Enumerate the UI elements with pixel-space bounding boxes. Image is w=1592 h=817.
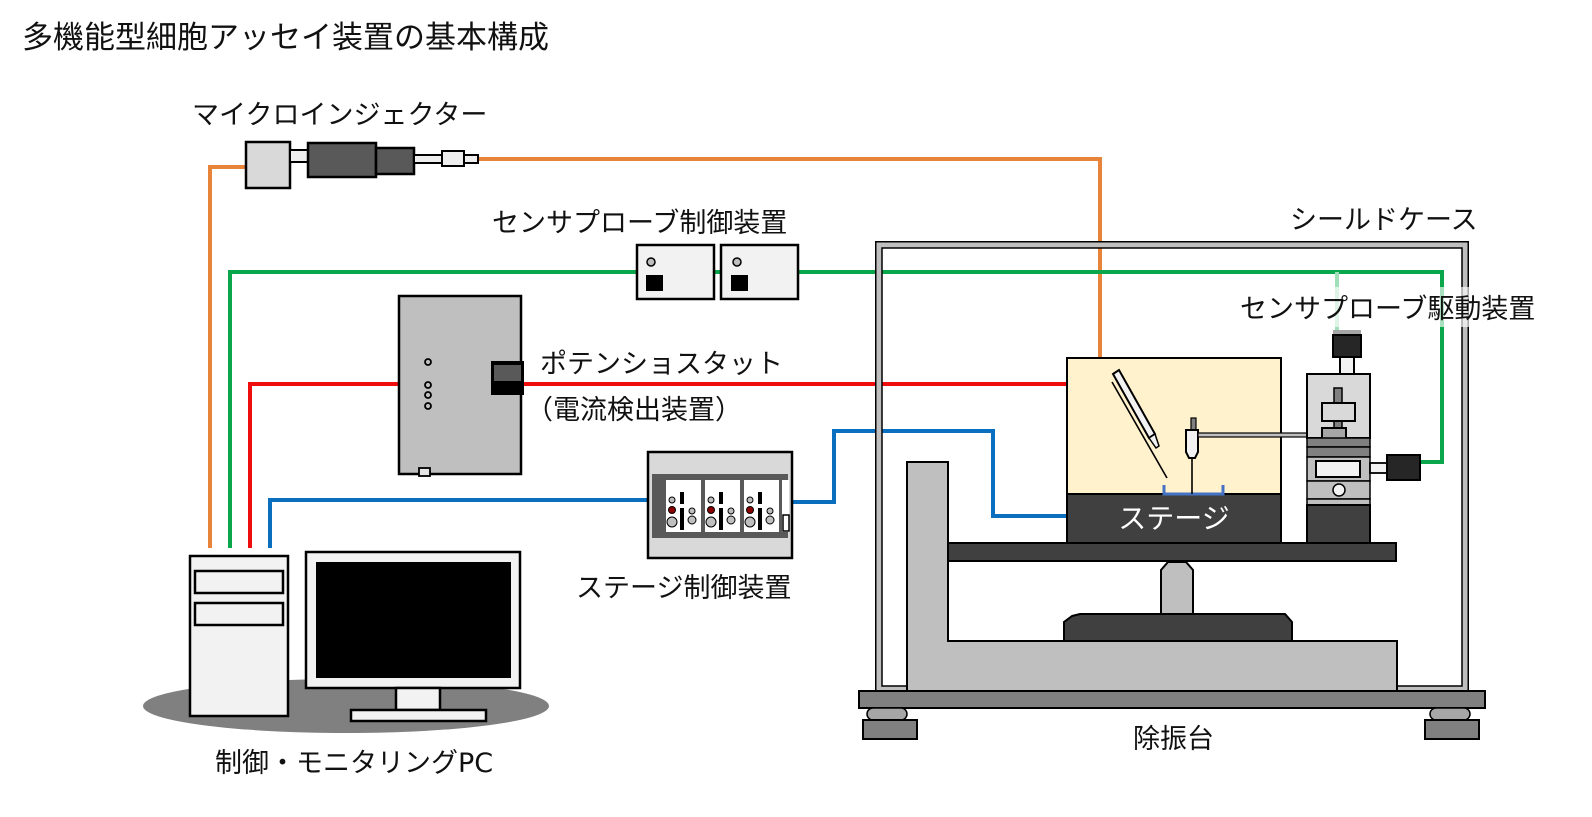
control-knob [765, 515, 775, 525]
culture-chamber [1066, 357, 1282, 495]
switch-bar [758, 492, 762, 504]
sensor-probe-controller-label: センサプローブ制御装置 [492, 208, 787, 239]
diagram-title: 多機能型細胞アッセイ装置の基本構成 [22, 20, 549, 56]
potentiostat[interactable] [397, 294, 524, 477]
control-pc-label: 制御・モニタリングPC [215, 748, 493, 779]
indicator-led [707, 496, 715, 504]
potentiostat-sublabel: （電流検出装置） [526, 395, 742, 426]
stage-controller-label: ステージ制御装置 [576, 573, 791, 604]
sensor-electrode [1185, 417, 1323, 494]
injector-tube [478, 157, 1102, 372]
pc-tower[interactable] [188, 554, 290, 718]
injection-pipette [1111, 368, 1168, 479]
status-led [707, 506, 715, 514]
control-knob [744, 516, 756, 528]
potentiostat-label: ポテンショスタット [540, 349, 783, 380]
shield-case-label: シールドケース [1290, 205, 1478, 236]
sensor-probe-controller[interactable] [635, 243, 800, 301]
indicator-led [727, 507, 735, 515]
switch-bar [680, 492, 684, 504]
culture-dish [1162, 485, 1225, 496]
switch-bar [758, 508, 762, 530]
objective-lens [1160, 561, 1194, 615]
control-knob [666, 516, 678, 528]
switch-bar [719, 508, 723, 530]
status-led [746, 506, 754, 514]
micro-injector-label: マイクロインジェクター [192, 100, 487, 131]
sensor-probe-driver-label: センサプローブ駆動装置 [1240, 294, 1535, 325]
indicator-led [766, 507, 774, 515]
indicator-led [668, 496, 676, 504]
stage-label: ステージ [1118, 502, 1229, 535]
switch-bar [719, 492, 723, 504]
sensor-probe-driver[interactable] [1306, 330, 1421, 544]
stage-plate [947, 542, 1397, 562]
indicator-led [688, 507, 696, 515]
monitor-screen [316, 562, 511, 678]
objective-base [1063, 613, 1293, 642]
vibration-isolation-table-label: 除振台 [1133, 724, 1214, 755]
control-knob [687, 515, 697, 525]
stage-cable-2 [792, 429, 1066, 518]
stage-cable [268, 498, 650, 548]
status-led [668, 506, 676, 514]
control-knob [705, 516, 717, 528]
micro-injector[interactable] [244, 140, 479, 190]
control-knob [726, 515, 736, 525]
vibration-isolation-table[interactable] [858, 690, 1486, 740]
stage-controller[interactable] [646, 450, 794, 560]
switch-bar [680, 508, 684, 530]
injector-cable [208, 165, 248, 548]
indicator-led [746, 496, 754, 504]
pc-monitor[interactable] [304, 550, 522, 723]
sensor-probe-cable [228, 270, 1444, 548]
